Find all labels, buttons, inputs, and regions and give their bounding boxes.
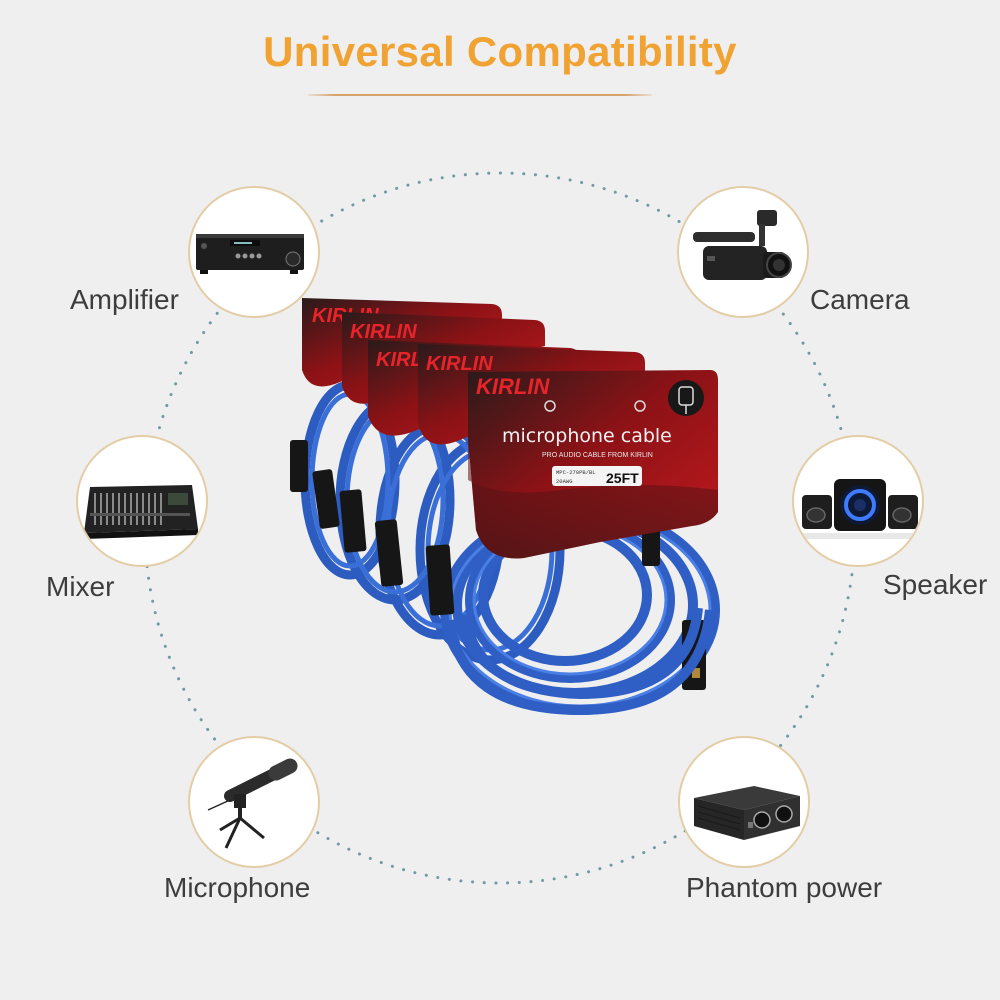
product-length: 25FT [606,470,639,486]
device-label-mixer: Mixer [46,571,115,602]
speaker-icon [802,479,918,539]
device-label-camera: Camera [810,284,910,315]
device-label-amplifier: Amplifier [70,284,179,315]
brand-logo: KIRLIN [476,374,550,399]
cable-packages: KIRLIN KIRLIN KIRLIN KIRLIN KIRLIN micro… [290,298,720,716]
device-bubble-mixer [76,435,208,567]
brand-logo: KIRLIN [426,353,493,375]
product-gauge: 20AWG [556,478,573,485]
mixer-icon [84,485,198,539]
phantom-power-icon [694,786,800,840]
front-package: KIRLIN microphone cable PRO AUDIO CABLE … [468,370,718,559]
device-bubble-camera [677,186,809,318]
amplifier-icon [196,234,304,274]
device-label-speaker: Speaker [883,569,988,600]
device-bubble-phantom-power [678,736,810,868]
device-label-phantom-power: Phantom power [686,872,883,903]
product-image: KIRLIN KIRLIN KIRLIN KIRLIN KIRLIN micro… [280,290,740,780]
device-bubble-speaker [792,435,924,567]
product-model: MPC-270PB/BL [556,469,596,476]
product-name: microphone cable [502,425,672,447]
device-bubble-amplifier [188,186,320,318]
title-underline [308,94,652,96]
microphone-icon [207,758,298,849]
brand-logo: KIRLIN [350,321,417,343]
product-tagline: PRO AUDIO CABLE FROM KIRLIN [542,452,653,459]
device-bubble-microphone [188,736,320,868]
page-title: Universal Compatibility [263,28,737,75]
camera-icon [693,210,792,280]
device-label-microphone: Microphone [164,872,311,903]
